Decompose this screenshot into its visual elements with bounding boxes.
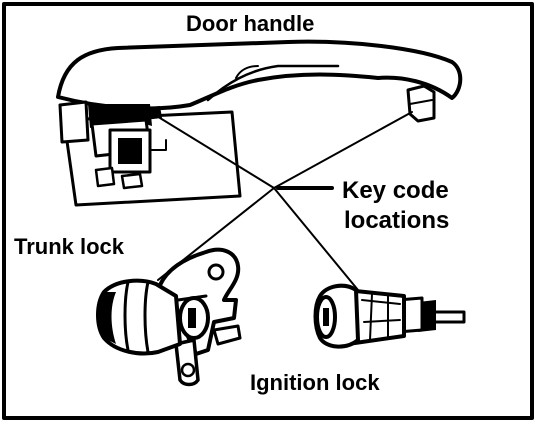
- door-handle-label: Door handle: [186, 11, 314, 36]
- trunk-lock-illustration: [96, 247, 242, 387]
- leader-line-ignition-lock: [273, 187, 359, 291]
- door-handle-illustration: [56, 39, 463, 207]
- ignition-lock-label: Ignition lock: [250, 370, 380, 395]
- trunk-lock-label: Trunk lock: [14, 234, 125, 259]
- leader-line-door-mechanism: [159, 117, 275, 189]
- diagram-frame: [2, 2, 534, 420]
- leader-line-trunk-lock: [157, 187, 275, 281]
- key-code-leader-lines: [157, 111, 413, 291]
- key-code-label-line2: locations: [344, 207, 449, 234]
- key-code-label-line1: Key code: [342, 177, 449, 204]
- ignition-lock-illustration: [313, 283, 466, 349]
- leader-line-door-post: [273, 111, 413, 189]
